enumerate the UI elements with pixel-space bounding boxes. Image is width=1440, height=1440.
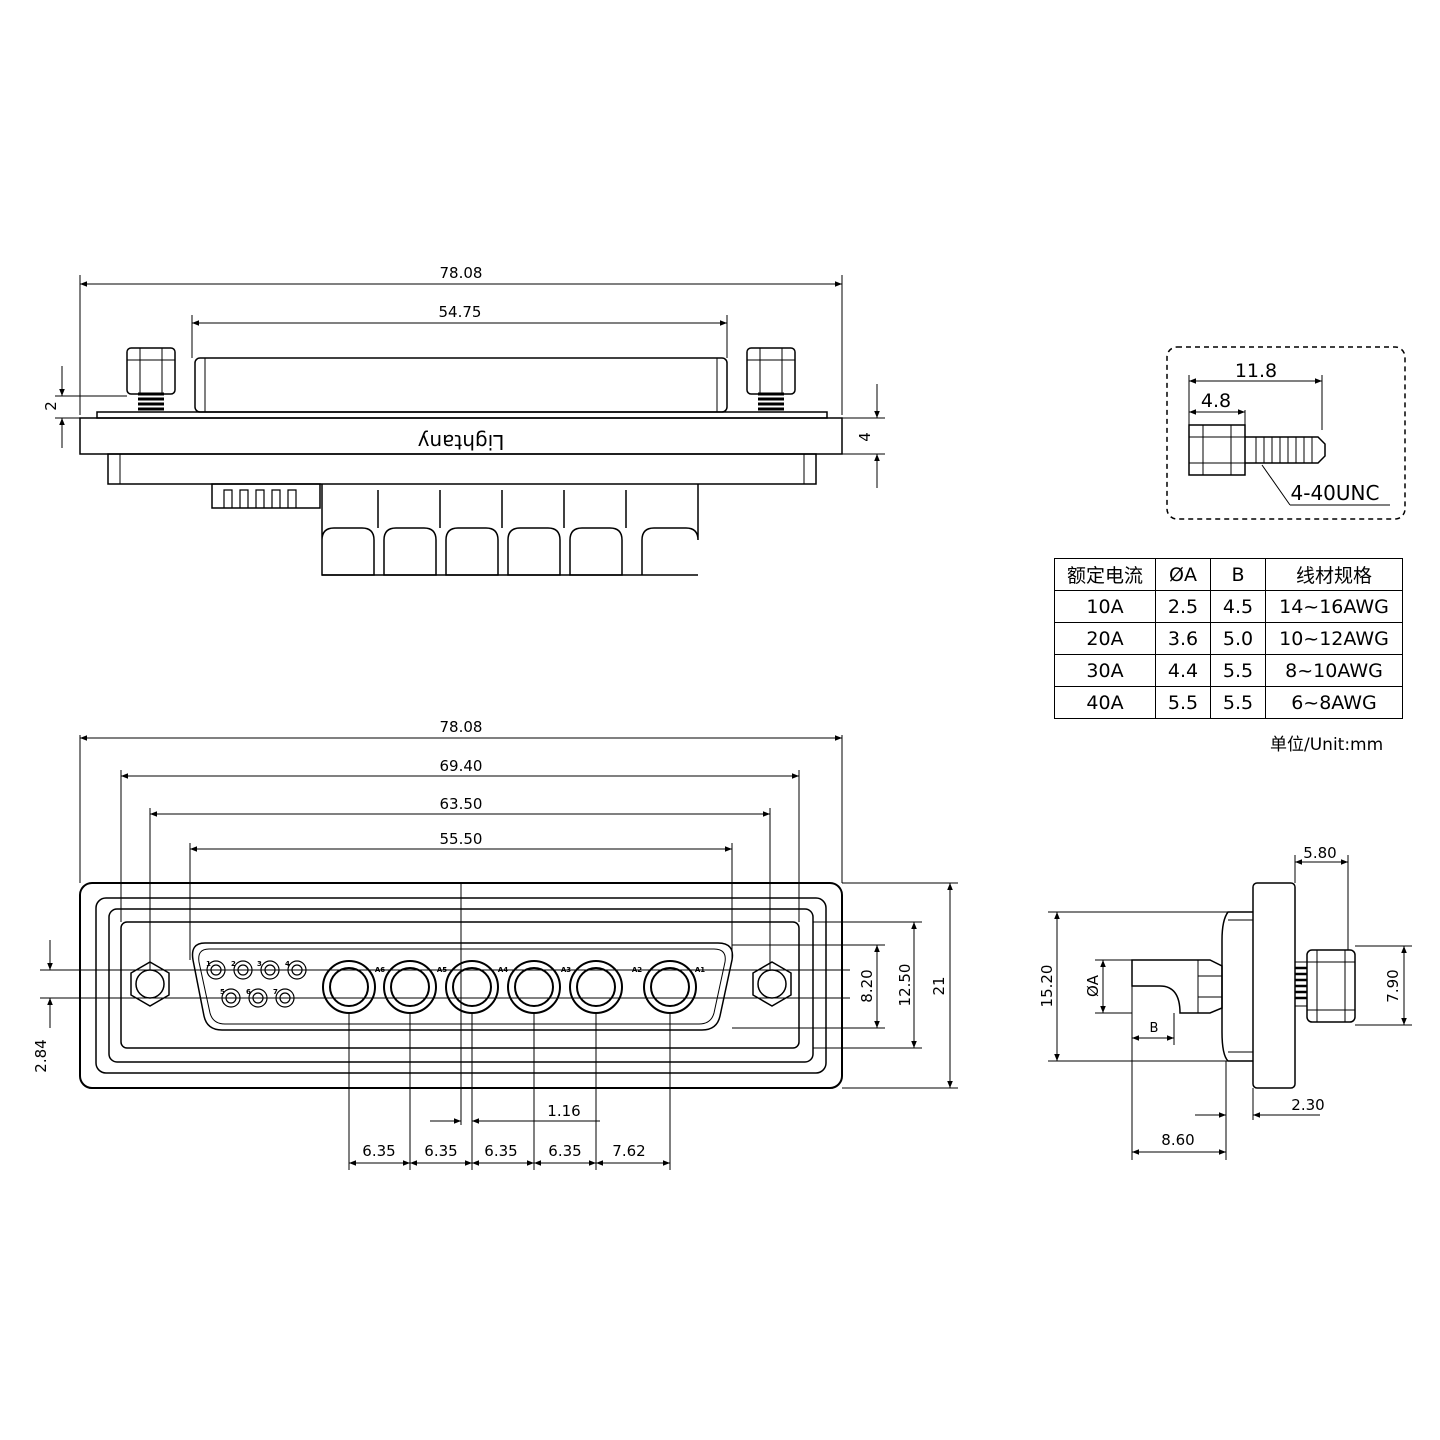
signal-label-3: 3 — [257, 960, 262, 968]
signal-label-2: 2 — [231, 960, 236, 968]
table-cell: 5.5 — [1155, 686, 1211, 719]
front-height-overall-label: 21 — [930, 976, 948, 995]
signal-label-1: 1 — [206, 960, 211, 968]
header-wire-spec: 线材规格 — [1265, 558, 1403, 591]
table-row: 20A 3.6 5.0 10~12AWG — [1054, 622, 1403, 655]
screw-length-label: 11.8 — [1235, 360, 1277, 382]
side-hole-dia-label: ØA — [1084, 974, 1102, 997]
table-cell: 30A — [1054, 654, 1156, 687]
table-cell: 5.5 — [1210, 654, 1266, 687]
front-overall-width-label: 78.08 — [440, 718, 483, 736]
table-cell: 8~10AWG — [1265, 654, 1403, 687]
table-cell: 10A — [1054, 590, 1156, 623]
side-screw-length-label: 5.80 — [1303, 844, 1336, 862]
table-cell: 5.0 — [1210, 622, 1266, 655]
side-screw-dia-label: 7.90 — [1384, 969, 1402, 1002]
top-overall-width-label: 78.08 — [440, 264, 483, 282]
signal-label-6: 6 — [246, 988, 251, 996]
front-height-mid-label: 12.50 — [896, 964, 914, 1007]
side-view — [1048, 855, 1412, 1160]
right-hex-nut — [752, 961, 792, 1007]
table-cell: 5.5 — [1210, 686, 1266, 719]
table-row: 10A 2.5 4.5 14~16AWG — [1054, 590, 1403, 623]
top-screw-height-label: 2 — [42, 401, 60, 411]
side-body-depth-label: 8.60 — [1161, 1131, 1194, 1149]
signal-label-5: 5 — [220, 988, 225, 996]
header-b: B — [1210, 558, 1266, 591]
top-flange-thickness-label: 4 — [856, 432, 874, 442]
spec-table: 额定电流 ØA B 线材规格 10A 2.5 4.5 14~16AWG 20A … — [1054, 558, 1403, 719]
table-cell: 20A — [1054, 622, 1156, 655]
contact-label-a4: A4 — [498, 966, 508, 974]
front-offset-left-label: 2.84 — [32, 1039, 50, 1072]
table-cell: 6~8AWG — [1265, 686, 1403, 719]
table-cell: 14~16AWG — [1265, 590, 1403, 623]
table-cell: 10~12AWG — [1265, 622, 1403, 655]
top-view — [55, 275, 885, 576]
table-cell: 40A — [1054, 686, 1156, 719]
front-inner-width-label: 63.50 — [440, 795, 483, 813]
pitch-label-5: 7.62 — [612, 1142, 645, 1160]
table-cell: 3.6 — [1155, 622, 1211, 655]
top-shell-width-label: 54.75 — [439, 303, 482, 321]
side-body-height-label: 15.20 — [1038, 965, 1056, 1008]
table-header-row: 额定电流 ØA B 线材规格 — [1054, 558, 1403, 591]
power-contact-tails — [321, 484, 699, 576]
side-hole-b-label: B — [1150, 1021, 1159, 1036]
table-row: 30A 4.4 5.5 8~10AWG — [1054, 654, 1403, 687]
table-cell: 4.5 — [1210, 590, 1266, 623]
front-mount-pitch-label: 69.40 — [440, 757, 483, 775]
front-view — [40, 735, 958, 1170]
contact-label-a3: A3 — [561, 966, 571, 974]
contact-label-a2: A2 — [632, 966, 642, 974]
signal-label-4: 4 — [285, 960, 290, 968]
brand-logo: Lightany — [418, 430, 505, 454]
pitch-label-3: 6.35 — [484, 1142, 517, 1160]
pitch-label-2: 6.35 — [424, 1142, 457, 1160]
pitch-label-1: 6.35 — [362, 1142, 395, 1160]
front-height-inner-label: 8.20 — [858, 969, 876, 1002]
contact-label-a1: A1 — [695, 966, 705, 974]
header-dia-a: ØA — [1155, 558, 1211, 591]
table-cell: 4.4 — [1155, 654, 1211, 687]
contact-label-a5: A5 — [437, 966, 447, 974]
pitch-label-4: 6.35 — [548, 1142, 581, 1160]
screw-detail — [1166, 346, 1406, 520]
contact-label-a6: A6 — [375, 966, 385, 974]
header-rated-current: 额定电流 — [1054, 558, 1156, 591]
table-row: 40A 5.5 5.5 6~8AWG — [1054, 686, 1403, 719]
unit-note: 单位/Unit:mm — [1270, 735, 1384, 755]
screw-thread-label: 4-40UNC — [1291, 481, 1380, 505]
front-offset-center-label: 1.16 — [547, 1102, 580, 1120]
front-shell-width-label: 55.50 — [440, 830, 483, 848]
screw-head-label: 4.8 — [1201, 390, 1231, 412]
table-cell: 2.5 — [1155, 590, 1211, 623]
signal-label-7: 7 — [273, 988, 278, 996]
side-flange-offset-label: 2.30 — [1291, 1096, 1324, 1114]
